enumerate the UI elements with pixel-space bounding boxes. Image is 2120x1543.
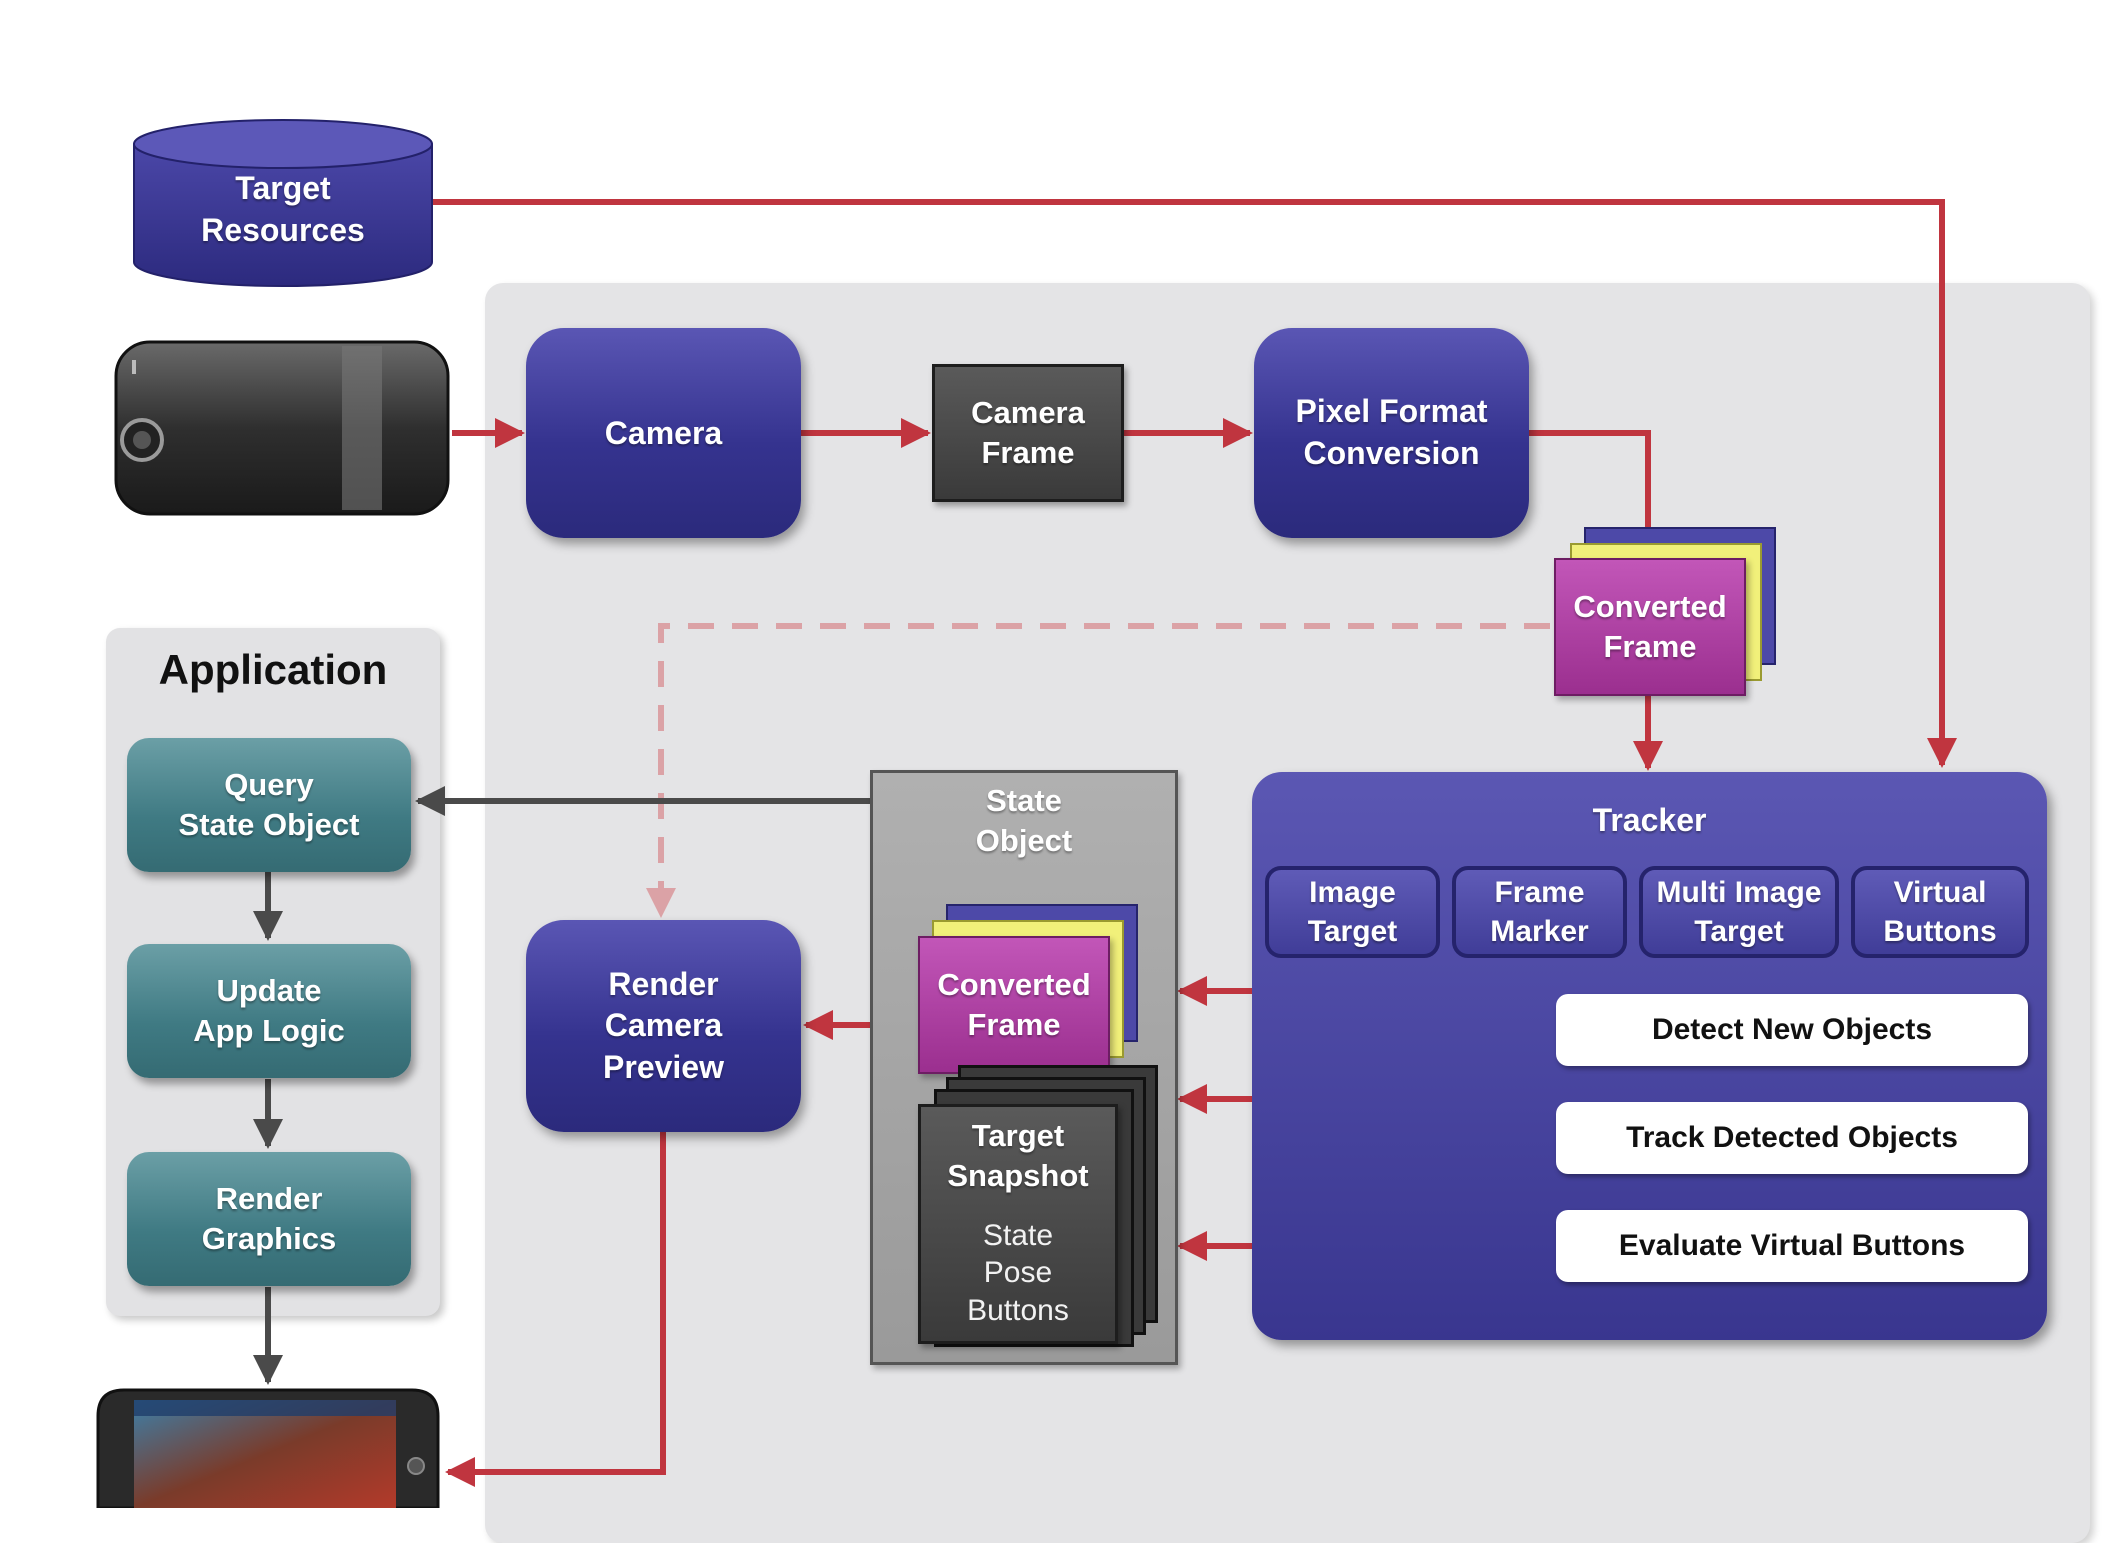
target-snapshot-fields: State Pose Buttons <box>967 1218 1069 1327</box>
tracker-title: Tracker <box>1592 802 1707 838</box>
smartphone-screen-icon <box>96 1388 440 1508</box>
virtual-buttons-box: Virtual Buttons <box>1851 866 2029 958</box>
camera-label: Camera <box>604 414 723 451</box>
track-detected-objects-label: Track Detected Objects <box>1626 1121 1958 1154</box>
track-detected-objects-task: Track Detected Objects <box>1556 1102 2028 1174</box>
evaluate-virtual-buttons-task: Evaluate Virtual Buttons <box>1556 1210 2028 1282</box>
image-target-box: Image Target <box>1265 866 1440 958</box>
camera-block: Camera <box>526 328 801 538</box>
render-camera-preview-block: Render Camera Preview <box>526 920 801 1132</box>
detect-new-objects-task: Detect New Objects <box>1556 994 2028 1066</box>
target-snapshot-title: Target Snapshot <box>947 1117 1089 1193</box>
frame-marker-label: Frame Marker <box>1490 876 1589 948</box>
pixel-format-conversion-block: Pixel Format Conversion <box>1254 328 1529 538</box>
camera-frame-label: Camera Frame <box>971 394 1085 470</box>
evaluate-virtual-buttons-label: Evaluate Virtual Buttons <box>1618 1229 1966 1262</box>
render-camera-preview-label: Render Camera Preview <box>603 965 724 1085</box>
render-graphics-label: Render Graphics <box>201 1180 337 1256</box>
multi-image-target-box: Multi Image Target <box>1639 866 1839 958</box>
frame-marker-box: Frame Marker <box>1452 866 1627 958</box>
converted-frame-block: Converted Frame <box>1554 558 1746 696</box>
arrow-conversion-to-converted <box>1526 430 1663 558</box>
database-cylinder-icon <box>133 119 433 287</box>
pixel-format-conversion-label: Pixel Format Conversion <box>1295 393 1488 471</box>
target-resources-label: Target Resources <box>201 170 365 248</box>
virtual-buttons-label: Virtual Buttons <box>1883 876 1997 948</box>
detect-new-objects-label: Detect New Objects <box>1651 1013 1933 1046</box>
state-object-title: State Object <box>975 782 1073 858</box>
target-snapshot-block <box>918 1104 1118 1344</box>
state-converted-frame-label: Converted Frame <box>937 966 1091 1042</box>
dashed-arrow-converted-to-preview <box>646 623 1550 918</box>
update-app-logic-label: Update App Logic <box>193 972 345 1048</box>
application-title: Application <box>158 646 388 693</box>
multi-image-target-label: Multi Image Target <box>1656 876 1822 948</box>
converted-frame-label: Converted Frame <box>1573 588 1727 664</box>
render-graphics-block: Render Graphics <box>127 1152 411 1286</box>
arrow-resources-to-tracker <box>430 199 1957 768</box>
query-state-object-block: Query State Object <box>127 738 411 872</box>
state-converted-frame-block: Converted Frame <box>918 936 1110 1074</box>
smartphone-back-icon <box>114 340 450 516</box>
update-app-logic-block: Update App Logic <box>127 944 411 1078</box>
arrow-preview-to-screen <box>445 1132 666 1487</box>
query-state-object-label: Query State Object <box>178 766 360 842</box>
camera-frame-block: Camera Frame <box>932 364 1124 502</box>
image-target-label: Image Target <box>1307 876 1398 948</box>
